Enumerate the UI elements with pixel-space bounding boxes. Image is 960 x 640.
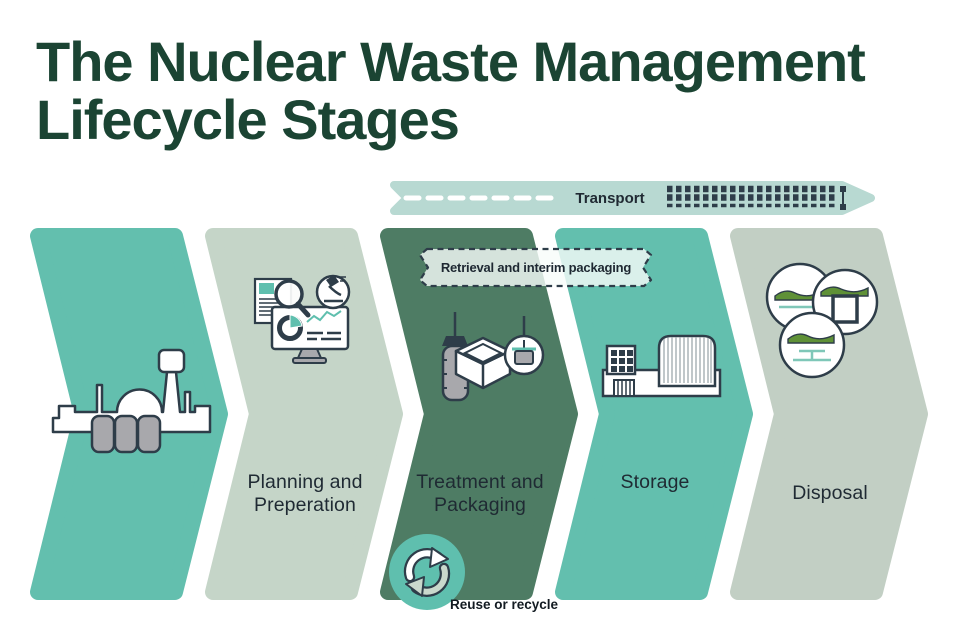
stage-planning: Planning and Preperation <box>205 228 405 600</box>
research-monitor-icon <box>253 274 351 364</box>
transport-banner-shape <box>390 181 875 215</box>
stage-label-planning: Planning and Preperation <box>247 471 363 516</box>
reuse-label: Reuse or recycle <box>450 597 559 612</box>
recycle-arrows-icon <box>389 534 465 610</box>
page-title: The Nuclear Waste Management Lifecycle S… <box>36 30 866 152</box>
railway-track-icon <box>667 185 846 210</box>
stage-disposal: Disposal <box>730 228 930 600</box>
transport-label: Transport <box>575 189 645 207</box>
stage-label-treatment: Treatment and Packaging <box>416 471 544 516</box>
nuclear-plant-icon <box>51 348 212 454</box>
chevron-shape <box>205 228 403 600</box>
retrieval-tag-shape <box>418 247 653 288</box>
stage-label-disposal: Disposal <box>792 482 868 504</box>
transport-banner: Transport <box>390 181 876 215</box>
stage-treatment: Treatment and Packaging <box>380 228 580 600</box>
stage-waste-source <box>30 228 230 600</box>
underground-disposal-icon <box>765 262 879 379</box>
chevron-shape <box>555 228 753 600</box>
stage-storage: Storage <box>555 228 755 600</box>
retrieval-tag-label: Retrieval and interim packaging <box>440 260 632 275</box>
stage-label-storage: Storage <box>620 471 690 493</box>
storage-facility-icon <box>601 334 722 398</box>
crane-packaging-icon <box>441 312 545 402</box>
retrieval-tag: Retrieval and interim packaging <box>418 246 653 289</box>
